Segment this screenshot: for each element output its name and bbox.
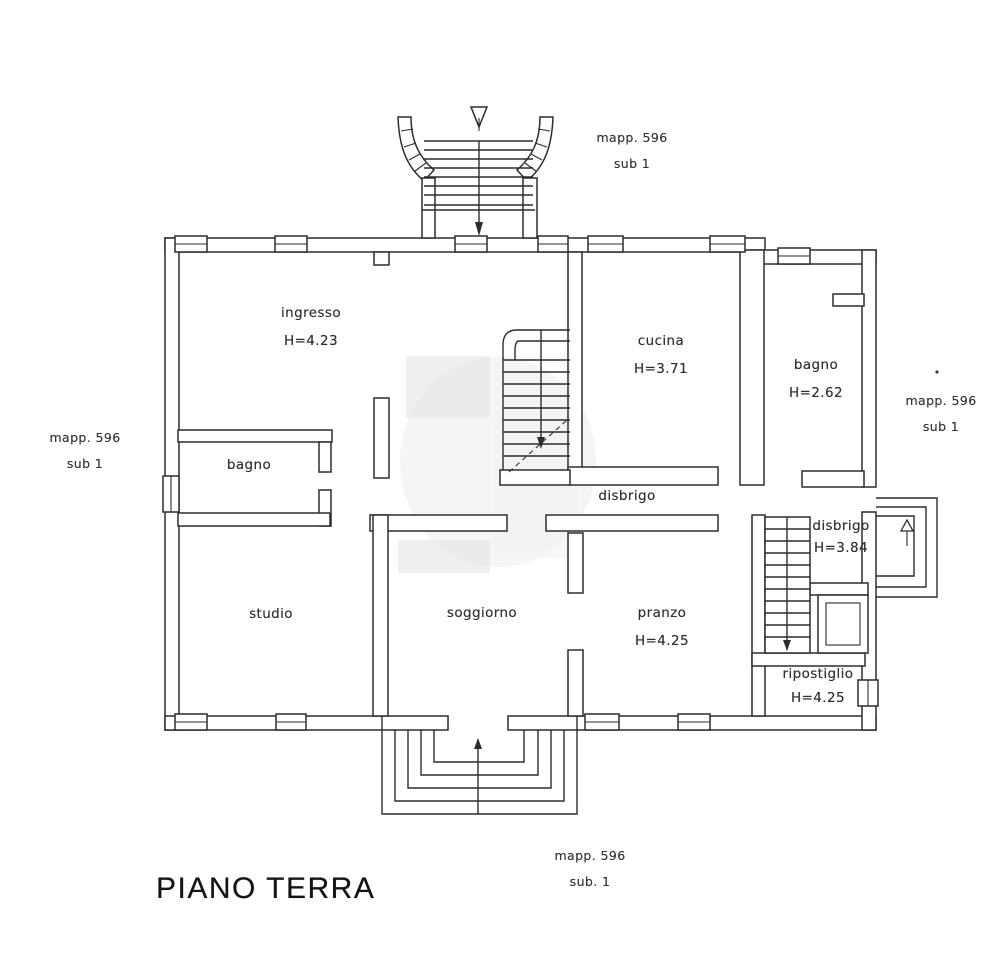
stray-dot bbox=[935, 370, 939, 374]
room-label-soggiorno: soggiorno bbox=[446, 605, 518, 621]
windows bbox=[162, 235, 879, 731]
watermark bbox=[398, 356, 596, 573]
interior-walls bbox=[177, 249, 869, 717]
disbrigo-staircase bbox=[764, 516, 811, 654]
external-stairs-right bbox=[876, 497, 938, 598]
room-label-studio: studio bbox=[249, 606, 293, 622]
room-label-disbrigo-corridor: disbrigo bbox=[598, 488, 656, 504]
room-label-bagno-left: bagno bbox=[226, 457, 272, 473]
main-staircase bbox=[502, 329, 570, 473]
page-title: PIANO TERRA bbox=[156, 872, 376, 905]
closet-box bbox=[817, 594, 869, 654]
entrance-stairs-top bbox=[397, 106, 554, 239]
external-stairs-bottom bbox=[381, 716, 578, 815]
